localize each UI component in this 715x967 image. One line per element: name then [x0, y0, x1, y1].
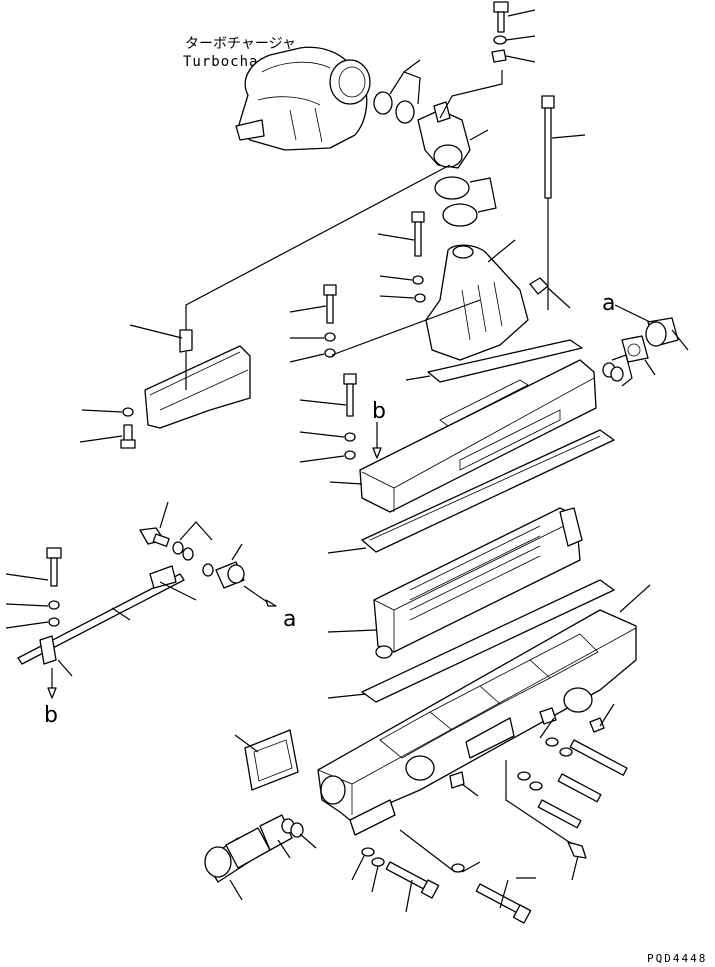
long-bolt: [541, 95, 586, 310]
bolt-set-bottom: [351, 829, 536, 924]
bolt-set-left: [79, 407, 136, 449]
aftercooler-case: [317, 584, 651, 836]
aftercooler-core: [327, 507, 583, 659]
air-connector: [425, 239, 571, 361]
bolt-set-right: [505, 703, 628, 881]
drawing-code: PQD4448: [647, 952, 707, 965]
elbow-connector: [417, 70, 503, 169]
turbocharger: [235, 46, 371, 151]
flange-fitting-right: a: [602, 291, 689, 387]
bolt-set-upper: [377, 211, 426, 303]
tube-connectors: a: [139, 501, 296, 632]
gasket-upper: [405, 339, 583, 383]
tube-assembly: b: [5, 547, 197, 728]
o-ring-pair-lower: [434, 176, 497, 227]
ref-b-bottom: b: [44, 703, 58, 728]
o-ring-pair-upper: [373, 59, 421, 124]
gasket-middle: [327, 429, 615, 554]
ref-a-bottom: a: [283, 607, 296, 632]
heat-shield-bracket: [129, 164, 451, 429]
top-bolt: [491, 1, 536, 63]
aftercooler-cover: [329, 359, 597, 513]
outlet-pipe: [204, 814, 317, 901]
mounting-bracket: [449, 717, 515, 797]
bolt-set-cooler: b: [299, 373, 386, 463]
ref-a-top: a: [602, 291, 615, 316]
ref-b-top: b: [372, 399, 386, 424]
gasket-lower: [327, 579, 615, 703]
bolt-set-middle: [289, 284, 481, 363]
turbocharger-label-jp: ターボチャージャ: [185, 36, 296, 52]
flange-gasket: [234, 729, 299, 791]
